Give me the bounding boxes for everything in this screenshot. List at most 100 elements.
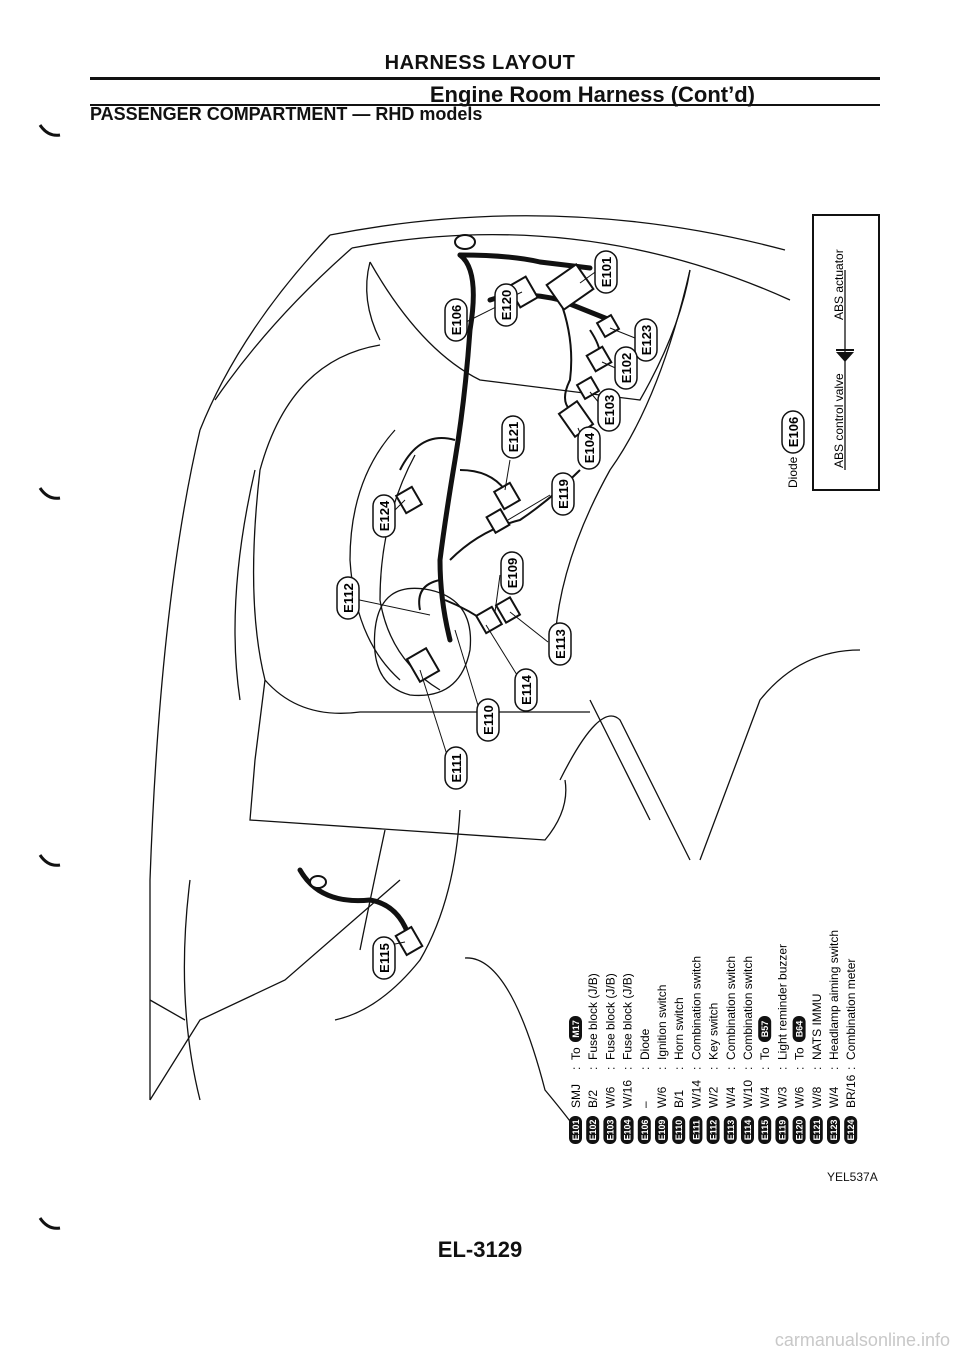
legend-description: To bbox=[569, 1047, 583, 1060]
legend-separator: : bbox=[672, 1067, 686, 1070]
legend-description: Light reminder buzzer bbox=[775, 944, 789, 1060]
callout-e103: E103 bbox=[597, 388, 621, 432]
callout-frame bbox=[597, 388, 621, 432]
margin-mark bbox=[38, 124, 61, 137]
watermark: carmanualsonline.info bbox=[774, 1330, 950, 1350]
dash-edge bbox=[366, 261, 381, 341]
callout-label: E106 bbox=[786, 417, 801, 447]
callout-label: E113 bbox=[553, 629, 568, 659]
callout-frame bbox=[476, 698, 500, 742]
harness-wire bbox=[457, 252, 593, 271]
callout-label: E101 bbox=[599, 257, 614, 287]
leader-line bbox=[504, 459, 511, 491]
column-cover bbox=[589, 699, 651, 821]
callout-frame bbox=[551, 472, 575, 516]
legend-separator: : bbox=[586, 1067, 600, 1070]
legend-id: E120 bbox=[795, 1119, 805, 1140]
dash-face bbox=[252, 344, 590, 714]
callout-e114: E114 bbox=[514, 668, 538, 712]
legend-id: E119 bbox=[777, 1120, 787, 1141]
dashboard-outline bbox=[149, 215, 861, 1136]
legend-color: W/4 bbox=[758, 1086, 772, 1108]
connector-block bbox=[485, 507, 511, 535]
legend-separator: : bbox=[844, 1067, 858, 1070]
legend-id-badge bbox=[637, 1116, 651, 1144]
callout-frame bbox=[500, 551, 524, 595]
callout-e113: E113 bbox=[548, 622, 572, 666]
legend-id: E102 bbox=[588, 1119, 598, 1140]
callout-e109: E109 bbox=[500, 551, 524, 595]
callout-label: E111 bbox=[449, 754, 464, 783]
callout-e115: E115 bbox=[372, 936, 396, 980]
legend-ref-badge bbox=[569, 1016, 582, 1042]
callout-e106: E106 bbox=[444, 298, 468, 342]
legend-id: E112 bbox=[709, 1120, 719, 1141]
leader-line bbox=[454, 629, 481, 713]
legend-separator: : bbox=[689, 1067, 703, 1070]
legend-separator: : bbox=[827, 1067, 841, 1070]
connector-block bbox=[492, 481, 522, 511]
legend-separator: : bbox=[775, 1067, 789, 1070]
callout-e104: E104 bbox=[577, 426, 601, 470]
leader-line bbox=[419, 669, 449, 759]
legend-id-badge bbox=[689, 1116, 703, 1144]
abs-actuator-label: ABS actuator bbox=[832, 249, 846, 320]
diode-symbol bbox=[836, 352, 854, 362]
legend-color: W/14 bbox=[689, 1080, 703, 1108]
callout-label: E112 bbox=[341, 583, 356, 613]
legend-id: E114 bbox=[743, 1120, 753, 1141]
legend-description: Ignition switch bbox=[655, 985, 669, 1060]
callout-e111: E111 bbox=[444, 746, 468, 790]
legend-id-badge bbox=[827, 1116, 840, 1144]
legend-id-badge bbox=[706, 1116, 720, 1144]
legend-separator: : bbox=[810, 1067, 824, 1070]
diode-inset: Diode E106 ABS control valve ABS actuato… bbox=[781, 214, 880, 491]
console-edge bbox=[359, 829, 386, 951]
floor-edge bbox=[183, 879, 201, 1101]
windshield-line bbox=[351, 233, 791, 301]
legend-color: W/8 bbox=[810, 1086, 824, 1108]
page-number: EL-3129 bbox=[437, 1237, 523, 1262]
callout-label: E110 bbox=[481, 705, 496, 735]
legend-separator: : bbox=[638, 1067, 652, 1070]
callout-label: E104 bbox=[582, 432, 597, 463]
harness-branch bbox=[399, 437, 456, 471]
legend-color: B/1 bbox=[672, 1090, 686, 1108]
legend-separator: : bbox=[621, 1067, 635, 1070]
legend-id-badge bbox=[775, 1116, 789, 1144]
margin-mark bbox=[38, 1217, 61, 1230]
callout-label: E106 bbox=[449, 305, 464, 335]
pillar-line bbox=[199, 234, 331, 431]
leader-line bbox=[494, 574, 501, 613]
legend-separator: : bbox=[724, 1067, 738, 1070]
harness-branch bbox=[559, 299, 573, 411]
legend-separator: : bbox=[707, 1067, 721, 1070]
legend-separator: : bbox=[569, 1067, 583, 1070]
callout-frame bbox=[501, 415, 525, 459]
legend-description: Key switch bbox=[707, 1003, 721, 1060]
legend-description: Fuse block (J/B) bbox=[621, 973, 635, 1060]
legend-description: Combination switch bbox=[689, 956, 703, 1060]
connector-block bbox=[585, 345, 613, 373]
legend-id-badge bbox=[741, 1116, 754, 1144]
callout-label: E114 bbox=[519, 674, 534, 704]
abs-control-valve-label: ABS control valve bbox=[832, 373, 846, 468]
callout-frame bbox=[634, 318, 658, 362]
legend-ref: B64 bbox=[795, 1021, 805, 1038]
a-pillar bbox=[149, 429, 201, 1100]
legend-id-badge bbox=[758, 1116, 772, 1144]
callout-frame bbox=[514, 668, 538, 712]
callout-label: E102 bbox=[619, 353, 634, 383]
legend-row: E106–:Diode bbox=[637, 1028, 652, 1144]
callout-label: E124 bbox=[377, 500, 392, 531]
margin-mark bbox=[38, 487, 61, 500]
callout-frame bbox=[336, 576, 360, 620]
console-edge bbox=[334, 809, 461, 1021]
clips bbox=[309, 234, 476, 889]
